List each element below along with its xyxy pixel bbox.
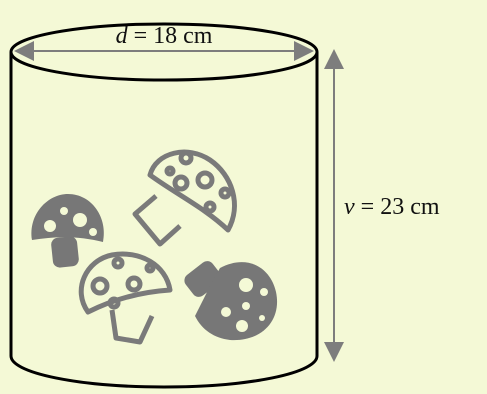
mushroom-icon-filled-small (31, 194, 104, 268)
cylinder-top-ellipse (9, 22, 319, 82)
mushroom-icon-outline-bottom (78, 251, 173, 345)
cylinder-body (9, 52, 319, 389)
diameter-variable: d (116, 23, 129, 49)
diameter-label: d = 18 cm (116, 23, 213, 49)
height-value: = 23 cm (355, 194, 440, 220)
mushroom-icon-outline-top (132, 149, 237, 247)
height-variable: v (344, 194, 355, 220)
diameter-value: = 18 cm (128, 23, 213, 49)
mushroom-icon-filled-large (184, 261, 278, 341)
height-label: v = 23 cm (344, 194, 440, 220)
